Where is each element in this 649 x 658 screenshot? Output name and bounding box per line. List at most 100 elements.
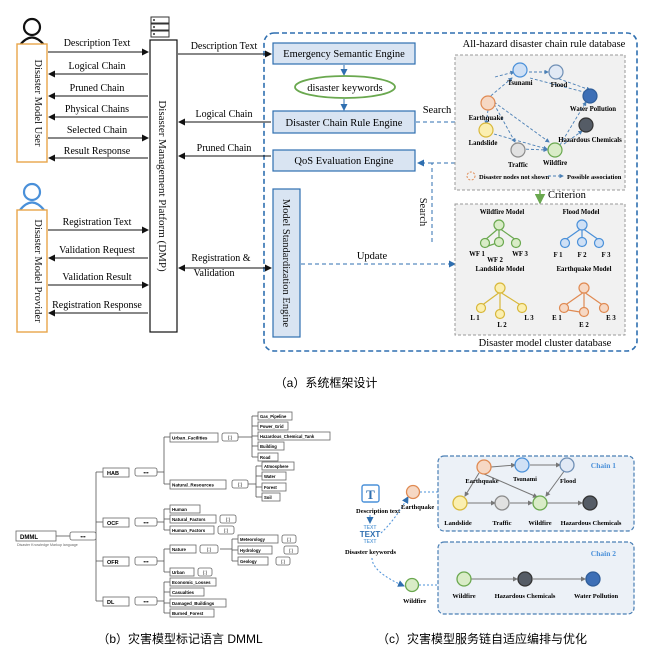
flow-validation-request: Validation Request [59, 245, 135, 256]
node-traffic [510, 142, 526, 158]
f2-label: F 2 [578, 252, 588, 259]
flood-model: Flood Model F 1 F 2 F 3 [554, 209, 612, 259]
ofr-nature-choice-0: {:} [287, 537, 292, 542]
hab-natural-item-2: Forest [264, 485, 277, 490]
chain1-label: Chain 1 [591, 461, 616, 470]
hab-urban-item-0: Gas_Pipeline [260, 414, 287, 419]
node-landslide-label: Landslide [469, 140, 498, 147]
earthquake-model-title: Earthquake Model [557, 266, 612, 273]
chain1-nodes: Earthquake Tsunami Flood Landslide Traff… [444, 457, 622, 527]
chain2-hazardous: Hazardous Chemicals [495, 593, 556, 600]
mid-registration: Registration & [191, 253, 250, 264]
flow-pruned-chain: Pruned Chain [70, 83, 125, 94]
dmml-root-label: DMML [20, 535, 38, 541]
rule-db-edges [484, 69, 591, 153]
hab-natural-item-1: Water [264, 474, 276, 479]
kw-to-earthquake [380, 496, 409, 534]
flow-selected-chain: Selected Chain [67, 125, 127, 136]
caption-a: （a）系统框架设计 [275, 376, 378, 390]
wf2-label: WF 2 [487, 257, 503, 264]
kw-to-wildfire [371, 557, 405, 587]
landslide-model-title: Landslide Model [476, 266, 525, 273]
flood-model-title: Flood Model [563, 209, 600, 216]
wf1-label: WF 1 [469, 251, 485, 258]
rule-db-title: All-hazard disaster chain rule database [463, 39, 626, 50]
ofr-nature: Nature [172, 547, 186, 552]
group-dl: DL [107, 600, 115, 606]
node-earthquake [480, 95, 496, 111]
group-hab: HAB [107, 471, 119, 477]
rule-engine [272, 110, 416, 134]
dmml-seq [69, 531, 97, 541]
flow-description-text: Description Text [64, 38, 131, 49]
chain1-wildfire: Wildfire [528, 520, 551, 527]
panel-b: DMML Disaster Knowledge Markup language … [15, 411, 331, 646]
earthquake-model: Earthquake Model E 1 E 2 E 3 [552, 266, 616, 329]
node-flood [548, 64, 564, 80]
group-ofr-dots: ••• [143, 560, 149, 566]
chain2-wildfire: Wildfire [452, 593, 475, 600]
ocf-choice-1: {:} [226, 517, 231, 522]
wildfire-model: Wildfire Model WF 1 WF 2 WF 3 [469, 209, 528, 264]
user-flows: Description Text Logical Chain Pruned Ch… [48, 38, 149, 162]
hab-urban-item-4: Road [260, 455, 271, 460]
standardization-engine-label: Model Standardization Engine [280, 199, 291, 328]
search-arrow-2 [431, 162, 455, 244]
provider-icon [19, 182, 45, 211]
l2-label: L 2 [497, 322, 507, 329]
ofr-nature-choice-1: {:} [289, 548, 294, 553]
semantic-engine-label: Emergency Semantic Engine [283, 49, 405, 60]
search-label-2: Search [417, 198, 428, 227]
text-icon [361, 484, 380, 503]
landslide-model: Landslide Model L 1 L 2 L 3 [470, 266, 534, 329]
left-earthquake-label: Earthquake [401, 504, 434, 511]
dl-item-3: Burned_Forest [172, 611, 204, 616]
flow-physical-chains: Physical Chains [65, 104, 129, 115]
hab-urban-item-2: Hazardous_Chemical_Tank [260, 434, 315, 439]
legend-assoc-label: Possible association [567, 174, 622, 181]
node-hazardous-chemicals [578, 117, 594, 133]
hab-urban-item-1: Power_Grid [260, 424, 284, 429]
chain1-earthquake: Earthquake [465, 478, 498, 485]
chain1-traffic: Traffic [492, 520, 511, 527]
l1-label: L 1 [470, 315, 480, 322]
group-ofr: OFR [107, 560, 119, 566]
node-traffic-label: Traffic [508, 162, 528, 169]
qos-engine [272, 149, 416, 172]
model-provider-label: Disaster Model Provider [32, 219, 43, 323]
node-water-pollution [582, 88, 598, 104]
chain2-label: Chain 2 [591, 549, 616, 558]
dmml-root-sub: Disaster Knowledge Markup language [17, 543, 78, 547]
rule-engine-label: Disaster Chain Rule Engine [286, 118, 403, 129]
chain1-tsunami: Tsunami [513, 476, 537, 483]
dmml-root [15, 530, 57, 542]
left-wildfire-node [404, 577, 420, 593]
ofr-nature-item-1: Hydrology [240, 548, 261, 553]
caption-c: （c）灾害模型服务链自适应编排与优化 [377, 631, 587, 646]
model-user-label: Disaster Model User [32, 60, 43, 147]
node-hazardous-chemicals-label: Hazardous Chemicals [558, 137, 622, 144]
description-text-label: Description text [356, 508, 401, 515]
model-provider-box [16, 209, 48, 333]
search-label-1: Search [423, 105, 452, 116]
ocf-item-0: Human [172, 507, 187, 512]
left-earthquake-node [405, 484, 421, 500]
chain2-nodes: Wildfire Hazardous Chemicals Water Pollu… [452, 571, 619, 600]
qos-engine-label: QoS Evaluation Engine [294, 156, 393, 167]
chain2-water-pollution: Water Pollution [574, 593, 619, 600]
dl-item-1: Casualties [172, 590, 195, 595]
provider-flows: Registration Text Validation Request Val… [48, 217, 149, 317]
text-stack-1: TEXT [360, 530, 381, 539]
hab-children: Urban_Facilities {:} Gas_Pipeline Power_… [169, 411, 331, 502]
e2-label: E 2 [579, 322, 589, 329]
ofr-urban-choice: {:} [203, 570, 208, 575]
f3-label: F 3 [602, 252, 612, 259]
hab-natural: Natural_Resources [172, 483, 214, 488]
hab-natural-item-0: Atmosphere [264, 464, 289, 469]
dmml-seq-dots: ••• [80, 535, 86, 541]
mid-validation: Validation [193, 268, 234, 279]
legend-hidden-icon [466, 171, 476, 181]
node-tsunami-label: Tsunami [507, 80, 532, 87]
chain1-landslide: Landslide [444, 520, 472, 527]
